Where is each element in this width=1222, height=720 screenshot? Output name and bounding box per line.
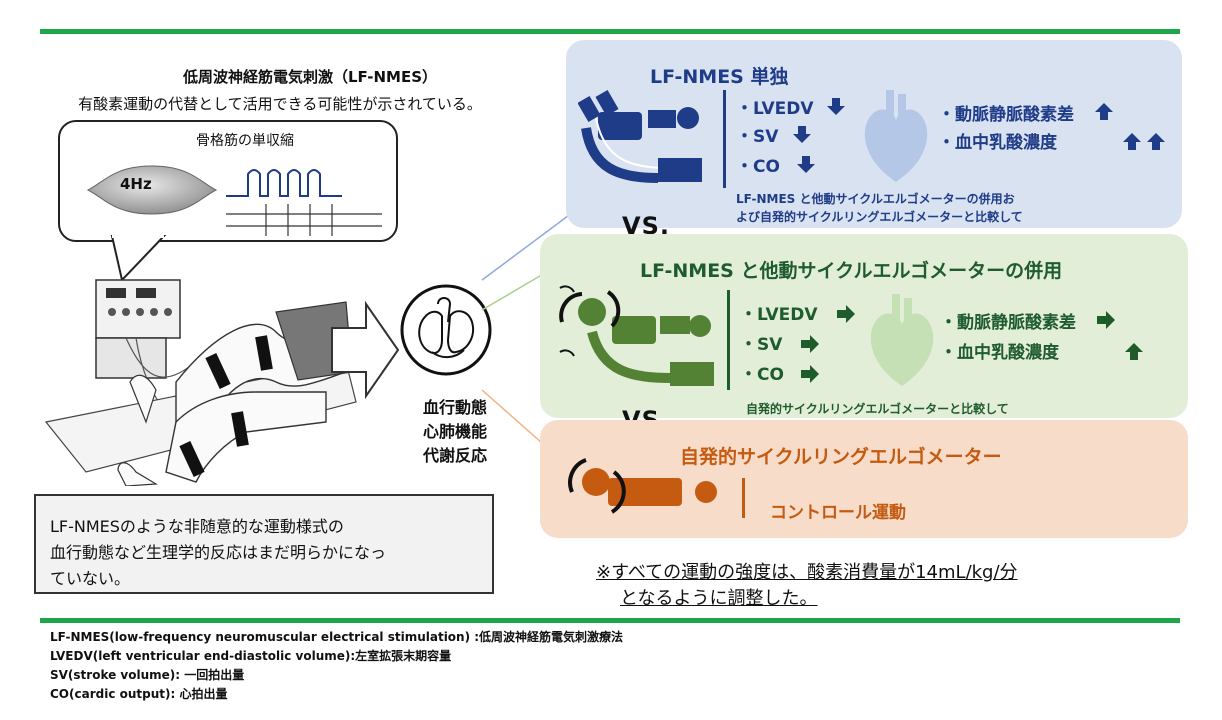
lfnmes-alone-person-icon xyxy=(578,89,702,183)
panel3-divider xyxy=(742,478,745,518)
intensity-note-2: となるように調整した。 xyxy=(620,588,818,609)
panel2-lactate-up-arrow-icon xyxy=(1125,343,1143,360)
lfnmes-title: 低周波神経筋電気刺激（LF-NMES） xyxy=(182,68,438,86)
panel1-compare-note-2: よび自発的サイクルリングエルゴメーターと比較して xyxy=(736,210,1023,224)
panel2-lvedv-right-arrow-icon xyxy=(837,305,855,323)
lfnmes-subtitle: 有酸素運動の代替として活用できる可能性が示されている。 xyxy=(78,95,482,113)
frequency-label: 4Hz xyxy=(120,175,152,193)
panel2-sv-right-arrow-icon xyxy=(801,335,819,353)
panel1-sv-down-arrow-icon xyxy=(793,126,811,143)
panel2-co: ・CO xyxy=(740,365,784,385)
note-line-2: 血行動態など生理学的反応はまだ明らかになっ xyxy=(50,543,387,562)
panel2-divider xyxy=(727,290,730,390)
footnote-lvedv: LVEDV(left ventricular end-diastolic vol… xyxy=(50,649,452,663)
panel1-lvedv: ・LVEDV xyxy=(736,99,814,119)
panel1-co: ・CO xyxy=(736,157,780,177)
panel1-lvedv-down-arrow-icon xyxy=(827,98,845,115)
panel2-avo2diff: ・動脈静脈酸素差 xyxy=(940,313,1076,333)
panel2-compare-note: 自発的サイクルリングエルゴメーターと比較して xyxy=(746,402,1009,416)
top-divider xyxy=(40,29,1180,34)
panel1-compare-note-1: LF-NMES と他動サイクルエルゴメーターの併用お xyxy=(736,192,1015,206)
panel1-lactate: ・血中乳酸濃度 xyxy=(938,133,1057,153)
bubble-tail-icon xyxy=(110,234,167,283)
footnote-lfnmes: LF-NMES(low-frequency neuromuscular elec… xyxy=(50,630,624,644)
footnote-co: CO(cardic output): 心拍出量 xyxy=(50,687,228,701)
twitch-wave-icon xyxy=(226,169,382,236)
panel2-lvedv: ・LVEDV xyxy=(740,305,818,325)
panel1-divider xyxy=(723,90,726,188)
voluntary-cycling-person-icon xyxy=(568,458,717,514)
panel2-avo2-right-arrow-icon xyxy=(1097,311,1115,329)
panel1-co-down-arrow-icon xyxy=(797,156,815,173)
panel1-lactate-up-arrow-icon-2 xyxy=(1147,133,1165,150)
unresolved-note-box xyxy=(34,494,494,594)
panel3-control-label: コントロール運動 xyxy=(770,503,906,523)
stimulator-legs-illustration xyxy=(44,279,357,486)
heart-lungs-icon xyxy=(400,284,492,376)
panel1-lactate-up-arrow-icon-1 xyxy=(1123,133,1141,150)
note-line-1: LF-NMESのような非随意的な運動様式の xyxy=(50,517,344,536)
bubble-title: 骨格筋の単収縮 xyxy=(196,133,294,149)
panel2-sv: ・SV xyxy=(740,335,783,355)
right-arrow-icon xyxy=(331,300,400,400)
keyword-cardiopulmonary: 心肺機能 xyxy=(422,422,487,441)
panel2-title: LF-NMES と他動サイクルエルゴメーターの併用 xyxy=(640,260,1063,282)
keyword-hemodynamics: 血行動態 xyxy=(422,398,487,417)
lfnmes-passive-cycling-person-icon xyxy=(559,285,714,386)
panel1-heart-icon xyxy=(864,90,928,182)
intensity-note-1: ※すべての運動の強度は、酸素消費量が14mL/kg/分 xyxy=(596,562,1018,583)
panel1-avo2diff: ・動脈静脈酸素差 xyxy=(938,105,1074,125)
response-keywords: 血行動態 心肺機能 代謝反応 xyxy=(400,396,510,468)
keyword-metabolic: 代謝反応 xyxy=(422,446,487,465)
muscle-icon xyxy=(86,165,218,215)
panel1-sv: ・SV xyxy=(736,127,779,147)
panel2-co-right-arrow-icon xyxy=(801,365,819,383)
panel2-heart-icon xyxy=(870,294,934,386)
panel1-title: LF-NMES 単独 xyxy=(650,66,789,88)
bottom-divider xyxy=(40,618,1180,623)
panel2-lactate: ・血中乳酸濃度 xyxy=(940,343,1059,363)
panel1-avo2-up-arrow-icon xyxy=(1095,103,1113,120)
footnote-sv: SV(stroke volume): 一回拍出量 xyxy=(50,668,245,682)
note-line-3: ていない。 xyxy=(50,569,131,588)
panel3-title: 自発的サイクルリングエルゴメーター xyxy=(680,446,1002,468)
